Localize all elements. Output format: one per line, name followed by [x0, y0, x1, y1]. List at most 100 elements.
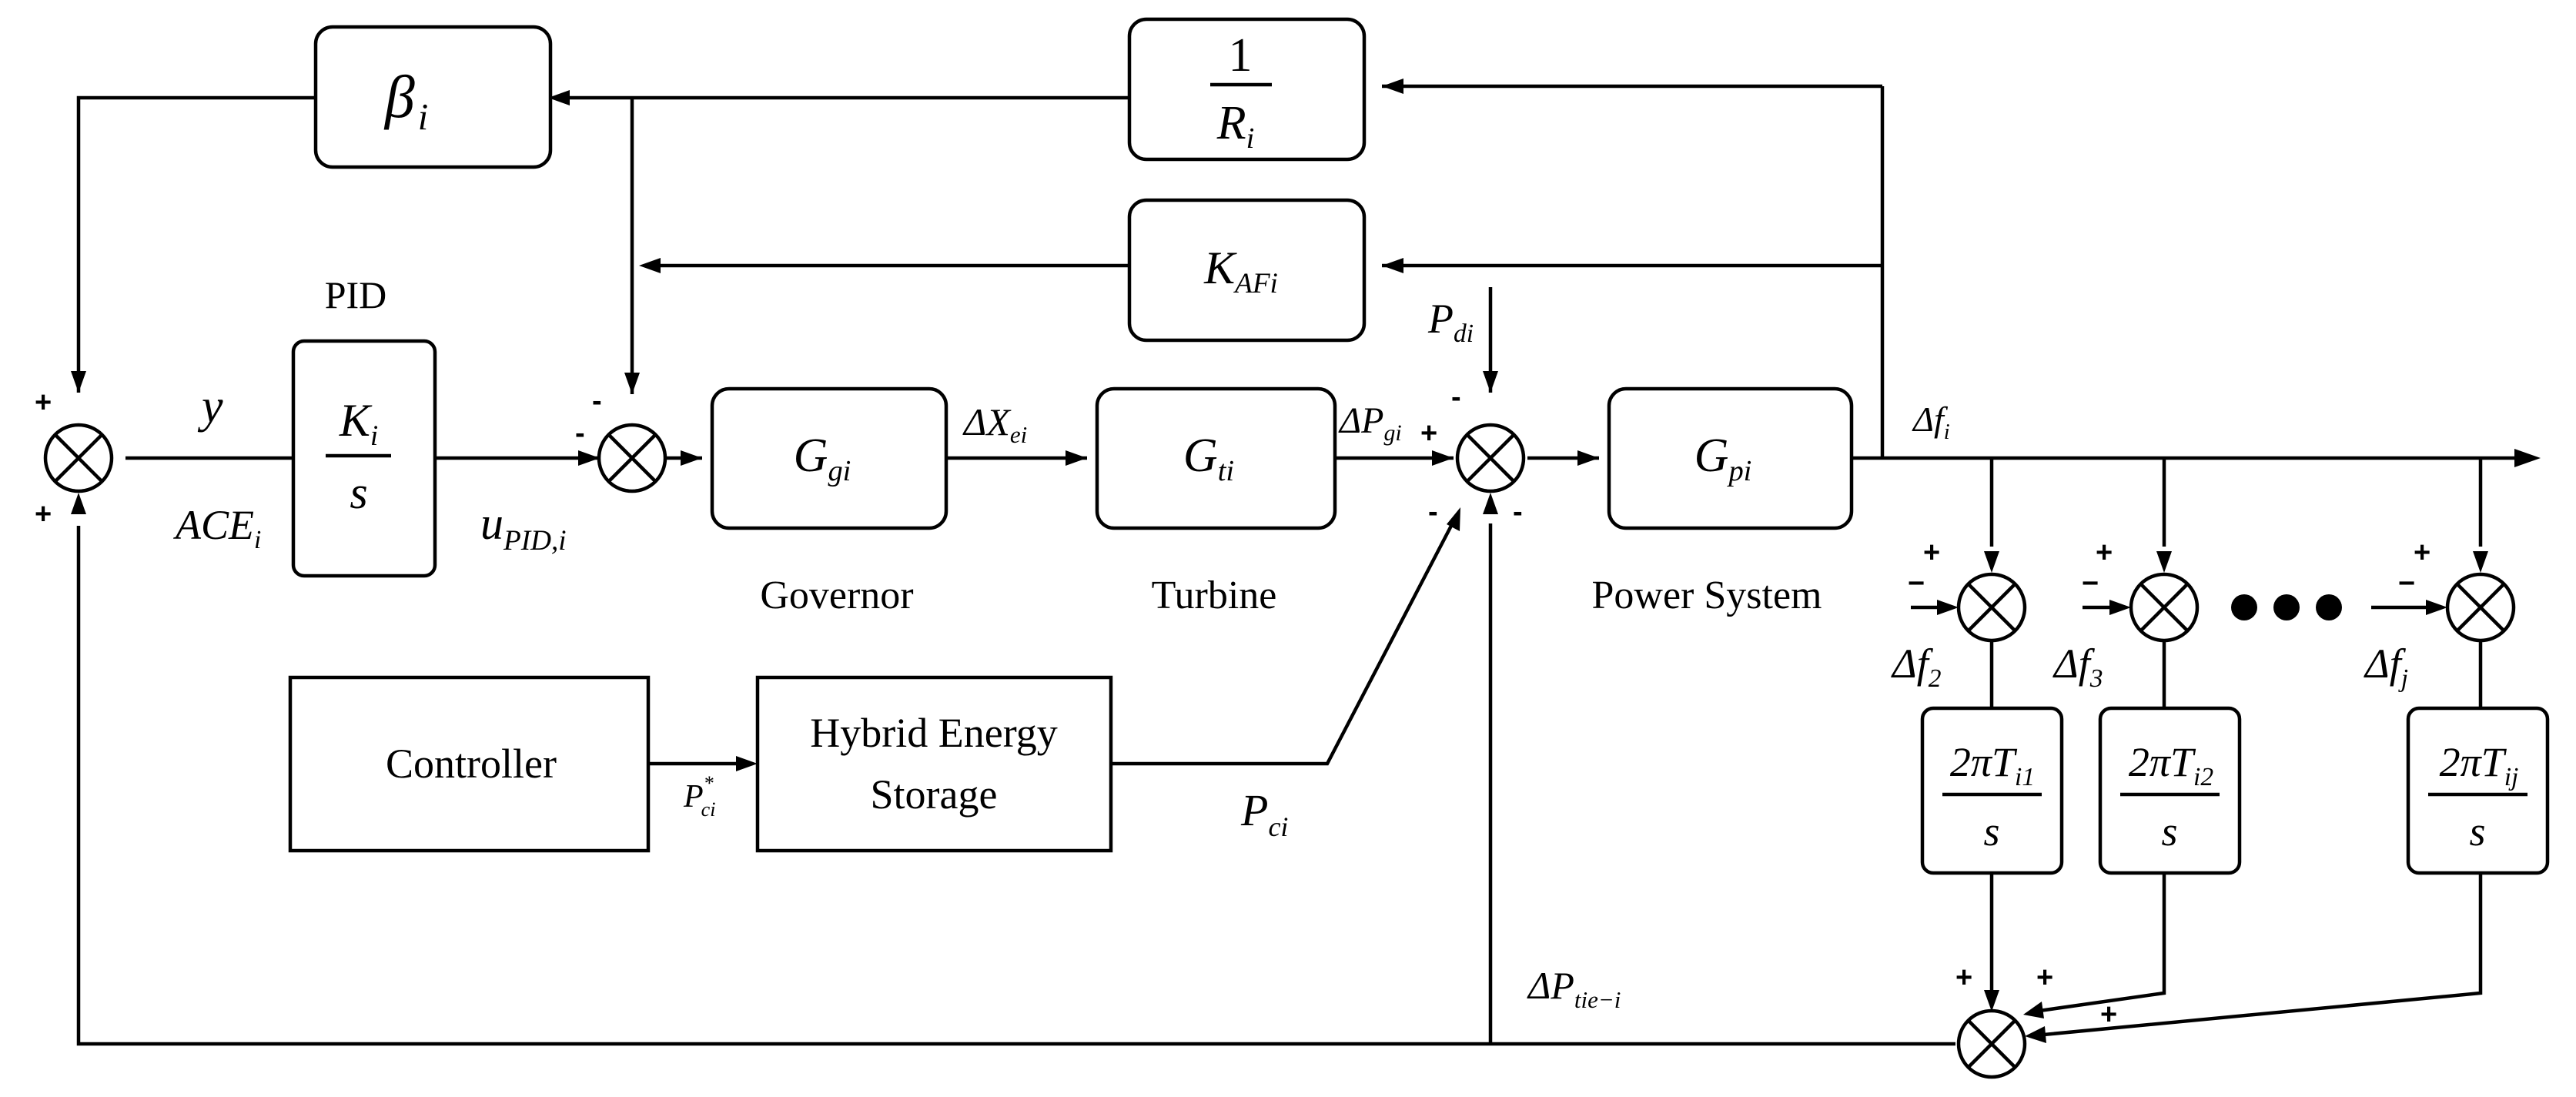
label-pc-star-superscript: *	[704, 772, 714, 794]
svg-text:ΔPgi: ΔPgi	[1338, 400, 1402, 446]
inverse-r-subscript: i	[1246, 122, 1255, 155]
storage-block: Hybrid Energy Storage	[755, 675, 1113, 853]
svg-text:ΔPtie−i: ΔPtie−i	[1527, 964, 1621, 1013]
tie2-subscript: i2	[2193, 763, 2213, 791]
arrow-df2	[1937, 600, 1959, 615]
sign-sum1-top-plus: +	[35, 386, 52, 419]
arrow-into-sum2	[578, 450, 600, 466]
arrow-into-sum2-top	[624, 373, 640, 394]
sign-tsum1-plus: +	[1923, 537, 1940, 569]
sum-junction-pid	[597, 423, 667, 493]
sign-sum3-bottom-right-minus: -	[1513, 496, 1523, 528]
arrow-into-power	[1577, 450, 1599, 466]
turbine-caption: Turbine	[1152, 574, 1277, 617]
tie1-subscript: i1	[2015, 763, 2035, 791]
inverse-r-denominator: R	[1216, 97, 1246, 149]
svg-text:Δf2: Δf2	[1891, 640, 1941, 693]
line-storage-to-sum3	[1111, 524, 1453, 766]
line-beta-to-sum1	[76, 95, 316, 393]
label-dfj-subscript: j	[2398, 664, 2408, 693]
svg-text:KAFi: KAFi	[1203, 242, 1278, 299]
svg-text:Ggi: Ggi	[794, 430, 851, 487]
svg-text:Δfi: Δfi	[1912, 400, 1950, 444]
power-subscript: pi	[1726, 455, 1751, 487]
label-ace-subscript: i	[254, 526, 261, 554]
arrow-into-tsumj	[2473, 551, 2488, 573]
sum-junction-tie1	[1956, 572, 2027, 643]
label-df3-subscript: 3	[2089, 664, 2103, 693]
power-system-caption: Power System	[1592, 574, 1822, 617]
summing-junctions	[43, 423, 2516, 1079]
arrow-into-sum3-bottom	[1483, 493, 1498, 514]
arrow-output	[2514, 449, 2541, 467]
governor-symbol: G	[794, 430, 828, 482]
pid-numerator: K	[339, 395, 373, 446]
sign-sum3-left-plus: +	[1420, 417, 1437, 450]
arrow-pdi	[1483, 371, 1498, 393]
label-df2-subscript: 2	[1929, 664, 1942, 693]
sign-tsum2-plus: +	[2096, 537, 2113, 569]
svg-text:P*ci: P*ci	[683, 772, 715, 821]
sign-bsum-plus-lower: +	[2100, 998, 2117, 1031]
label-dfi-subscript: i	[1944, 420, 1950, 444]
label-dx-subscript: ei	[1010, 421, 1027, 448]
svg-text:Pdi: Pdi	[1427, 296, 1474, 348]
arrow-into-turbine	[1066, 450, 1087, 466]
arrowheads	[71, 79, 2541, 1043]
label-dptie-subscript: tie−i	[1574, 986, 1621, 1013]
tie1-denominator: s	[1983, 808, 1999, 855]
arrow-into-inv-r	[1382, 79, 1403, 94]
arrow-dfj	[2426, 600, 2447, 615]
governor-subscript: gi	[828, 455, 851, 487]
governor-caption: Governor	[760, 574, 913, 617]
svg-text:Δf3: Δf3	[2052, 640, 2103, 693]
arrow-into-bsum-top	[1984, 990, 1999, 1012]
tie-block-1: 2πTi1 s	[1920, 706, 2064, 875]
storage-label-line1: Hybrid Energy	[810, 710, 1057, 756]
arrow-df3	[2109, 600, 2131, 615]
arrow-into-sum1-top	[71, 371, 86, 393]
arrow-into-bsum-lower	[2025, 1026, 2046, 1043]
arrow-into-tsum2	[2156, 551, 2172, 573]
svg-text:2πTi2: 2πTi2	[2129, 739, 2213, 791]
label-pc-subscript: ci	[1268, 811, 1288, 842]
sum-junction-ace	[43, 423, 114, 493]
sign-bsum-plus-left: +	[1955, 962, 1972, 994]
storage-label-line2: Storage	[871, 771, 998, 818]
svg-text:ΔXei: ΔXei	[962, 400, 1027, 448]
svg-text:Gpi: Gpi	[1694, 430, 1752, 487]
tiej-numerator: 2πT	[2440, 739, 2507, 785]
arrow-into-governor	[681, 450, 702, 466]
label-df3: Δf	[2052, 640, 2096, 687]
label-pc-star-subscript: ci	[701, 798, 716, 821]
svg-text:Gti: Gti	[1183, 430, 1234, 487]
arrow-into-tsum1	[1984, 551, 1999, 573]
tie2-denominator: s	[2161, 808, 2177, 855]
sum-junction-tie2	[2129, 572, 2200, 643]
line-bottom-feedback	[76, 526, 1955, 1046]
beta-block: βi	[313, 25, 553, 169]
label-pdi: P	[1427, 296, 1454, 342]
label-u-pid: u	[480, 498, 503, 549]
sign-sum2-left-minus: -	[575, 417, 585, 450]
label-ace: ACE	[173, 502, 254, 548]
controller-block: Controller	[288, 675, 651, 853]
line-tie2-to-bsum	[2033, 873, 2166, 1014]
turbine-subscript: ti	[1218, 455, 1234, 487]
kaf-block: KAFi	[1127, 198, 1367, 343]
arrow-into-sum3	[1432, 450, 1454, 466]
arrow-into-kaf	[1382, 258, 1403, 273]
sum-junction-tie-total	[1956, 1008, 2027, 1079]
sign-tsum1-minus: −	[1908, 567, 1925, 600]
tiej-denominator: s	[2469, 808, 2485, 855]
label-df2: Δf	[1891, 640, 1934, 687]
svg-text:Pci: Pci	[1240, 785, 1288, 842]
sign-sum2-top-minus: -	[592, 385, 602, 417]
arrow-into-bsum-right	[2023, 1002, 2044, 1018]
pid-block: PID Ki s	[291, 273, 437, 578]
label-dpg-subscript: gi	[1384, 420, 1402, 446]
arrow-into-beta	[548, 90, 570, 105]
arrow-kaf-to-branch	[639, 258, 661, 273]
beta-subscript: i	[418, 97, 428, 138]
